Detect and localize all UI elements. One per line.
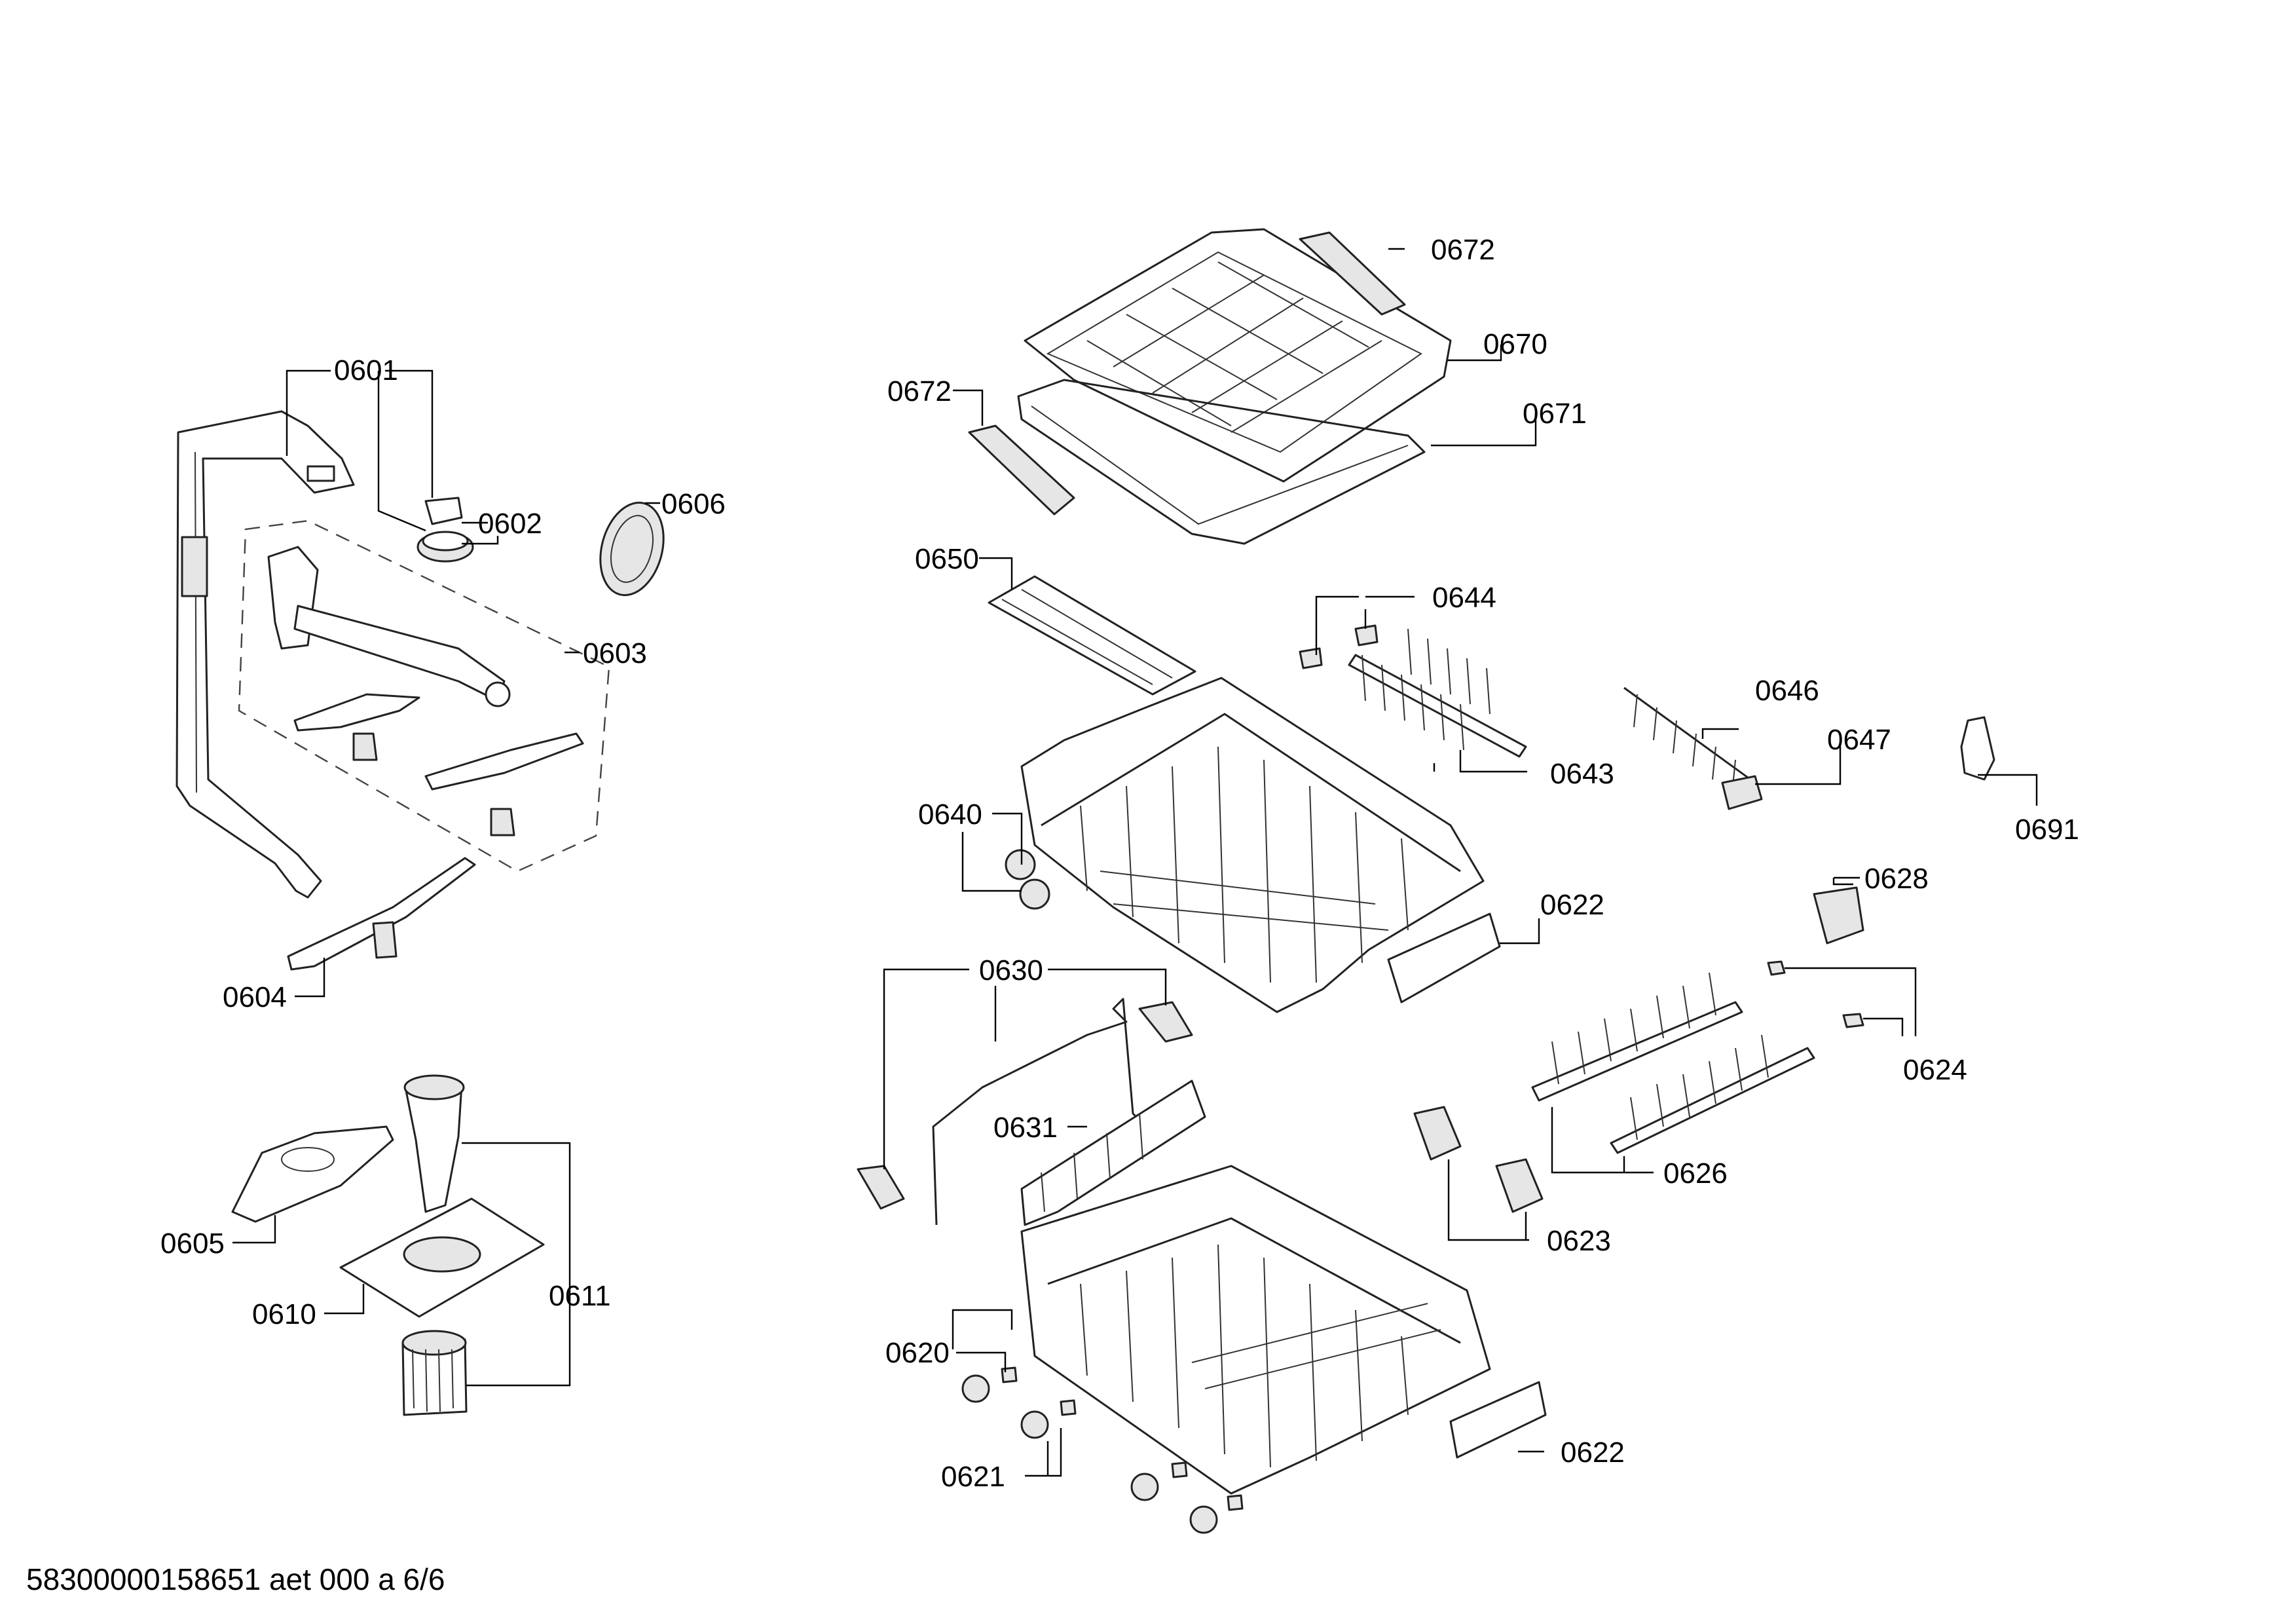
callout-0628: 0628 [1864,863,1929,895]
callout-0672-left: 0672 [887,375,952,407]
callout-0672-right: 0672 [1431,234,1495,266]
callout-0623: 0623 [1547,1225,1611,1257]
callout-0620: 0620 [885,1337,950,1369]
callout-0691: 0691 [2015,814,2079,846]
part-rail-wire [932,998,1154,1226]
callout-0647: 0647 [1827,724,1891,756]
callout-0650: 0650 [915,543,979,575]
part-tray-frame [1017,379,1426,545]
part-spray-arm-bearing [417,497,474,563]
part-lower-basket-handle [1449,1381,1547,1459]
callout-0644: 0644 [1432,582,1496,614]
callout-0631: 0631 [993,1112,1058,1144]
callout-0630: 0630 [979,954,1043,986]
part-handle-bracket [1960,716,1995,781]
part-small-clips [1767,960,1864,1028]
callout-0603: 0603 [583,637,647,669]
part-cutlery-tray [1024,228,1452,483]
part-wheel-holder [1813,886,1864,945]
part-tine-insert [1020,1079,1206,1226]
part-tine-row [1623,686,1756,793]
part-fine-filter [401,1330,468,1416]
part-filter-cylinder [403,1074,465,1213]
part-tray-rail-right [1299,231,1406,316]
callout-0624: 0624 [1903,1054,1967,1086]
part-supply-pipe [176,410,355,899]
callout-0611: 0611 [549,1280,611,1312]
leader-lines [232,248,2038,1477]
callout-0646: 0646 [1755,675,1819,707]
part-wheels-lower [961,1366,1244,1534]
callout-0604: 0604 [223,981,287,1013]
callout-0606: 0606 [661,488,726,520]
callout-0602: 0602 [478,508,542,540]
part-fold-rack-upper [1348,628,1527,758]
part-upper-basket-handle [1387,912,1501,1004]
callout-labels: 0601 0602 0603 0604 0605 0606 0610 0611 … [160,234,2079,1493]
part-upper-basket [1005,677,1485,1013]
document-code: 58300000158651 aet 000 a 6/6 [26,1562,445,1596]
callout-0610: 0610 [252,1298,316,1330]
part-lower-basket [1020,1165,1491,1495]
part-wheel-holder-lower [1413,1106,1544,1213]
part-filter-cover [231,1125,394,1223]
part-hinge-clip [1721,775,1763,810]
part-spray-disc [599,501,665,597]
part-rail-clip-left [857,1165,905,1210]
callout-0621: 0621 [941,1461,1005,1493]
callout-0671: 0671 [1523,398,1587,430]
callout-0670: 0670 [1483,328,1547,360]
part-lower-spray-arm [287,857,476,971]
part-spray-arm-upper-assembly [238,519,610,873]
part-tray-rail-left [968,424,1075,516]
part-cup-shelf [988,575,1196,696]
part-fold-racks-lower [1531,972,1815,1154]
callout-0622-upper: 0622 [1540,889,1604,921]
callout-0640: 0640 [918,798,982,831]
part-clip-small [1299,624,1379,669]
callout-0622-lower: 0622 [1561,1436,1625,1469]
callout-0601: 0601 [334,354,398,386]
callout-0605: 0605 [160,1228,225,1260]
callout-0626: 0626 [1663,1157,1728,1190]
part-rail-clip-right [1138,1001,1193,1043]
callout-0643: 0643 [1550,758,1614,790]
part-flat-filter [339,1197,545,1318]
